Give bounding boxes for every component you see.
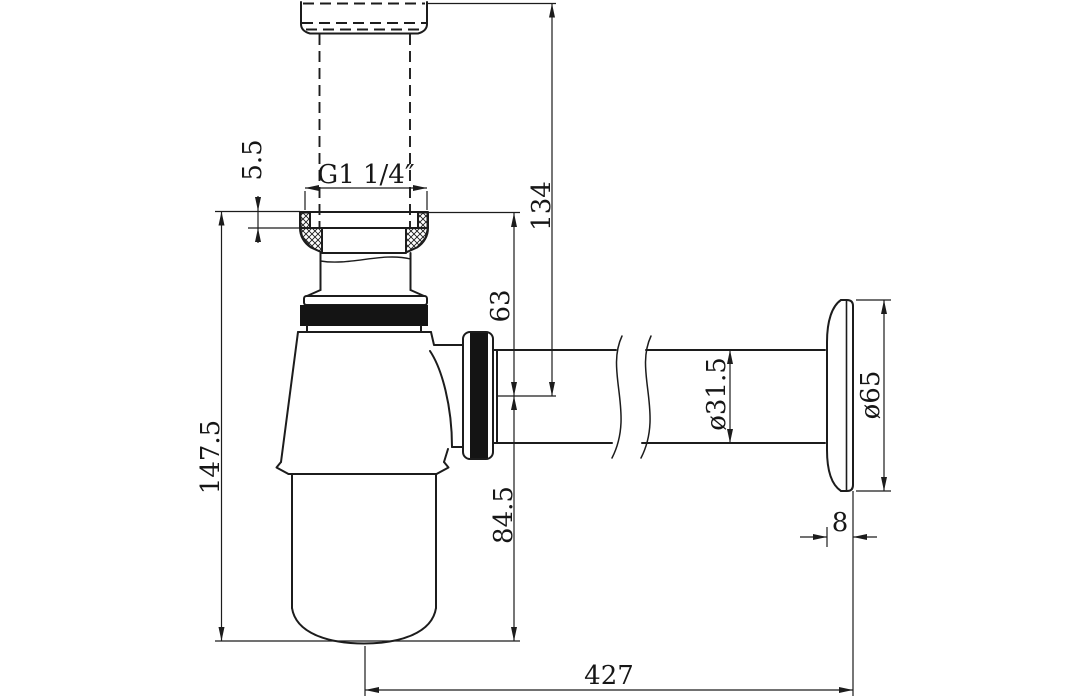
nut-lip-hatch-right — [417, 212, 428, 229]
dim-63-and-84-5: 63 84.5 — [486, 213, 519, 641]
dim-flange-lip: 5.5 — [238, 139, 268, 243]
break-line-right — [640, 335, 652, 459]
nut-lip-hatch-left — [300, 212, 311, 229]
wall-flange — [826, 299, 854, 492]
dim-label-thread: G1 1/4″ — [317, 160, 414, 190]
dim-pipe-diameter: ø31.5 — [702, 350, 733, 443]
trap-neck-and-seal — [300, 252, 428, 333]
outlet-nut — [462, 331, 498, 460]
outlet-pipe — [492, 335, 826, 459]
dim-label-flange-dia: ø65 — [856, 371, 886, 420]
dim-label-63: 63 — [486, 289, 516, 322]
dim-134: 134 — [527, 3, 557, 396]
trap-body — [275, 331, 464, 475]
dim-label-84-5: 84.5 — [489, 486, 519, 544]
dim-label-134: 134 — [527, 181, 557, 231]
dim-overall-length: 427 — [365, 661, 853, 693]
dim-label-8: 8 — [832, 508, 849, 538]
seal-ring-band — [300, 305, 428, 326]
dim-label-427: 427 — [584, 661, 634, 691]
dim-thread-size: G1 1/4″ — [305, 160, 427, 191]
outlet-nut-band — [470, 333, 488, 458]
dim-overall-height: 147.5 — [196, 211, 226, 641]
extension-lines — [215, 2, 891, 696]
inlet-nut — [299, 211, 429, 254]
dim-label-147-5: 147.5 — [196, 420, 226, 494]
break-line-left — [611, 335, 623, 459]
trap-cup — [291, 473, 437, 645]
dim-flange-depth: 8 — [800, 508, 877, 540]
dim-label-pipe-dia: ø31.5 — [702, 357, 732, 431]
dim-label-5-5: 5.5 — [238, 139, 268, 180]
tailpiece-hidden-outline — [300, 1, 428, 35]
dim-flange-diameter: ø65 — [856, 300, 887, 491]
inlet-pipe-hidden — [318, 34, 411, 252]
